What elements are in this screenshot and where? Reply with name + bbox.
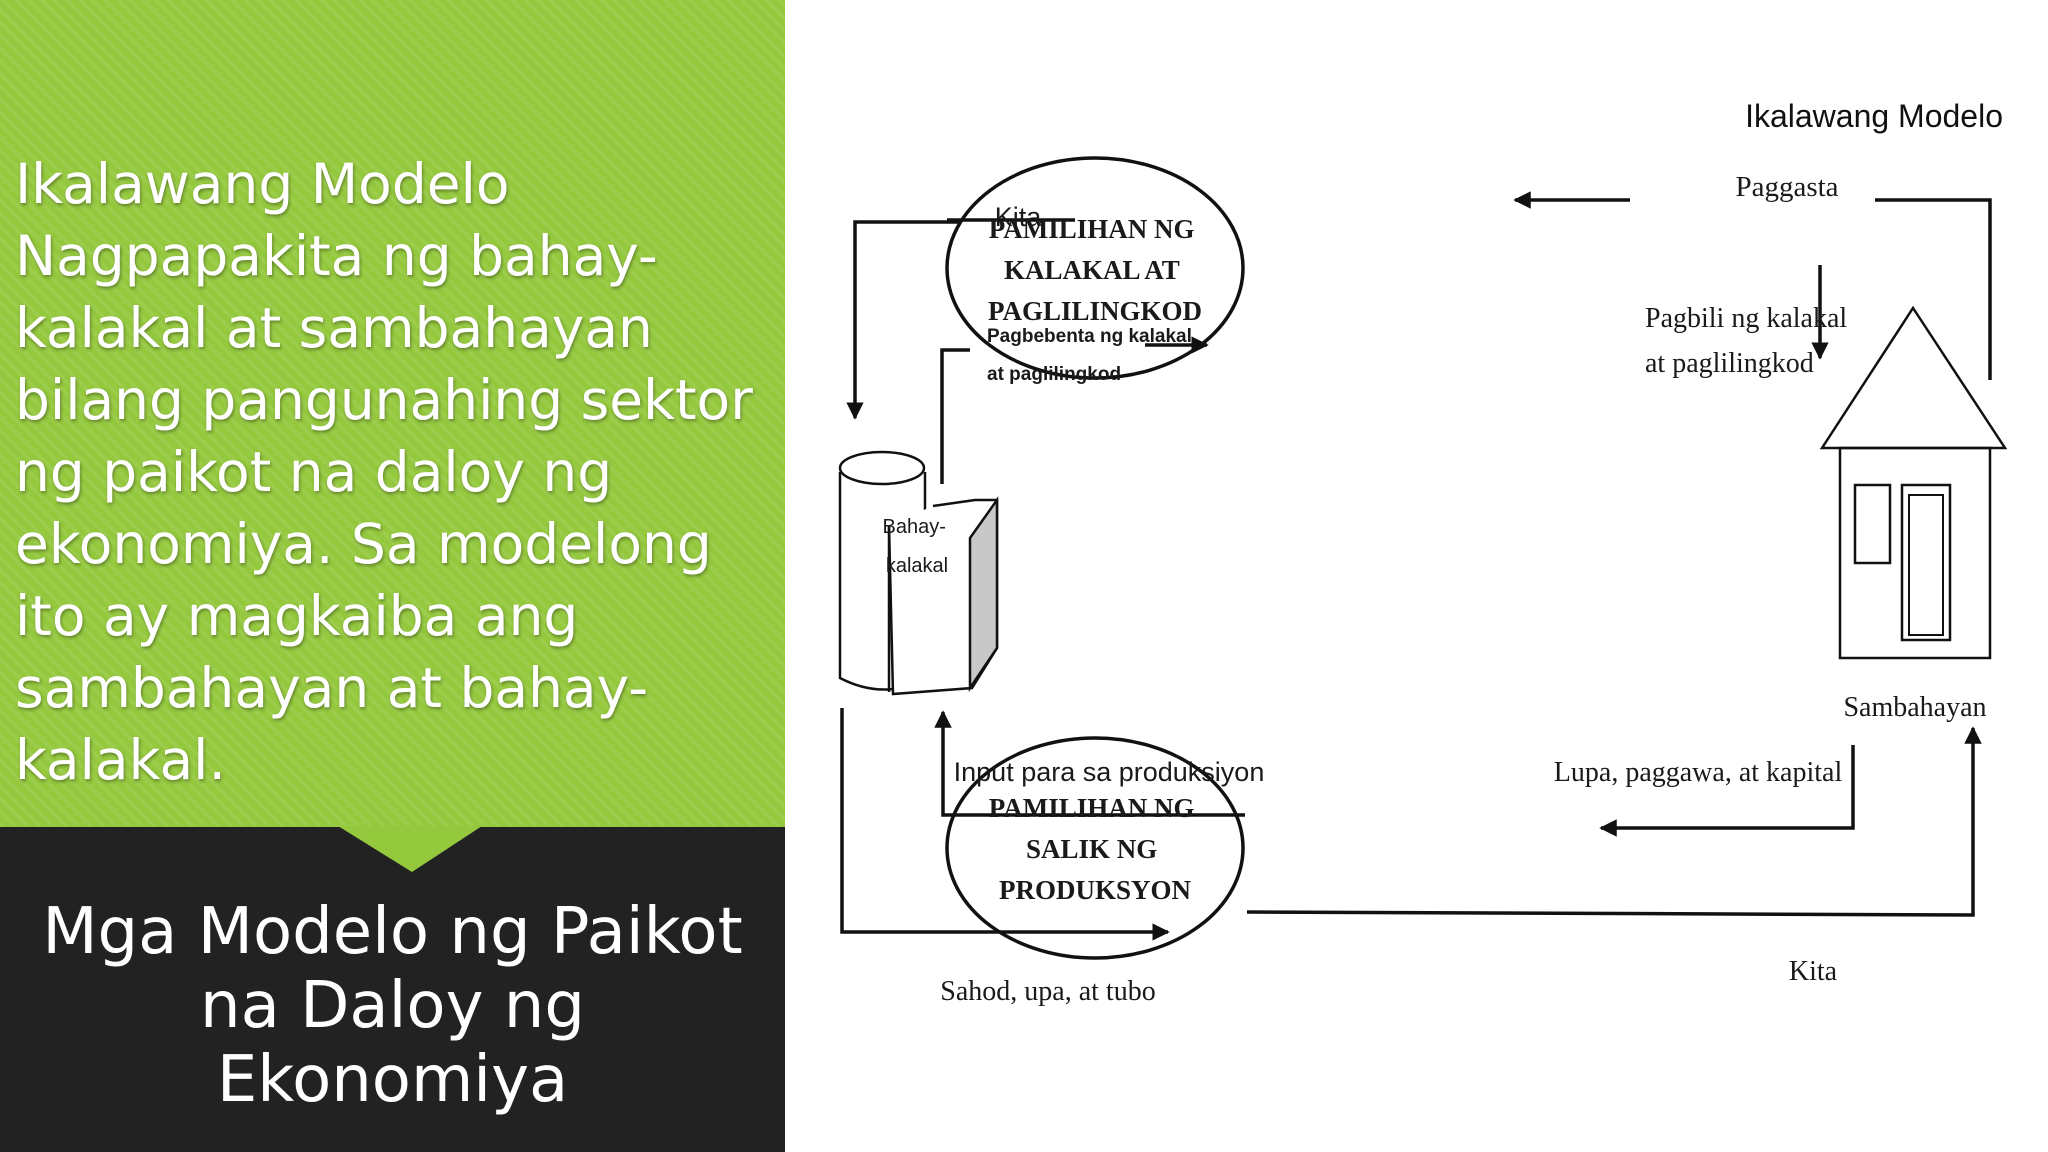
flow-input-label: Input para sa produksiyon [954,757,1265,787]
flow-pagbebenta-arrow [940,336,1209,484]
flow-paggasta-arrow [1513,191,1992,380]
description-heading: Ikalawang Modelo [15,152,510,216]
description-text: Ikalawang Modelo Nagpapakita ng bahay-ka… [15,148,775,796]
factor-market-ellipse [945,736,1245,960]
description-panel: Ikalawang Modelo Nagpapakita ng bahay-ka… [0,0,785,827]
slide-title: Mga Modelo ng Paikot na Daloy ng Ekonomi… [42,895,743,1117]
flow-lupa-arrow [1599,745,1855,837]
flow-pagbebenta-label: Pagbebenta ng kalakal at paglilingkod [987,326,1197,385]
household-label: Sambahayan [1843,692,1986,723]
circular-flow-diagram: PAMILIHAN NG KALAKAL AT PAGLILINGKOD PAM… [838,156,2008,1007]
flow-kita-bottom-label: Kita [1789,956,1838,987]
flow-paggasta-label: Paggasta [1735,171,1838,203]
flow-sahod-arrow [840,708,1170,941]
panel-notch [0,826,785,872]
flow-pagbili-label: Pagbili ng kalakal at paglilingkod [1645,303,1854,379]
flow-lupa-label: Lupa, paggawa, at kapital [1554,757,1843,788]
description-body: Nagpapakita ng bahay-kalakal at sambahay… [15,224,753,792]
house-icon [1819,305,2008,660]
firm-label: Bahay- kalakal [883,516,952,577]
flow-sahod-label: Sahod, upa, at tubo [940,976,1155,1007]
flow-kita-top-arrow [846,218,1075,420]
firm-icon [838,450,999,696]
model-label: Ikalawang Modelo [1745,98,2003,134]
goods-market-ellipse [945,156,1245,380]
factor-market-label: PAMILIHAN NG SALIK NG PRODUKSYON [989,793,1202,905]
flow-kita-bottom-arrow [1246,726,1982,917]
title-panel [0,827,785,1152]
goods-market-label: PAMILIHAN NG KALAKAL AT PAGLILINGKOD [988,214,1202,326]
flow-kita-top-label: Kita [995,202,1043,232]
flow-input-arrow [934,710,1245,817]
left-panel: Ikalawang Modelo Nagpapakita ng bahay-ka… [0,0,785,1152]
